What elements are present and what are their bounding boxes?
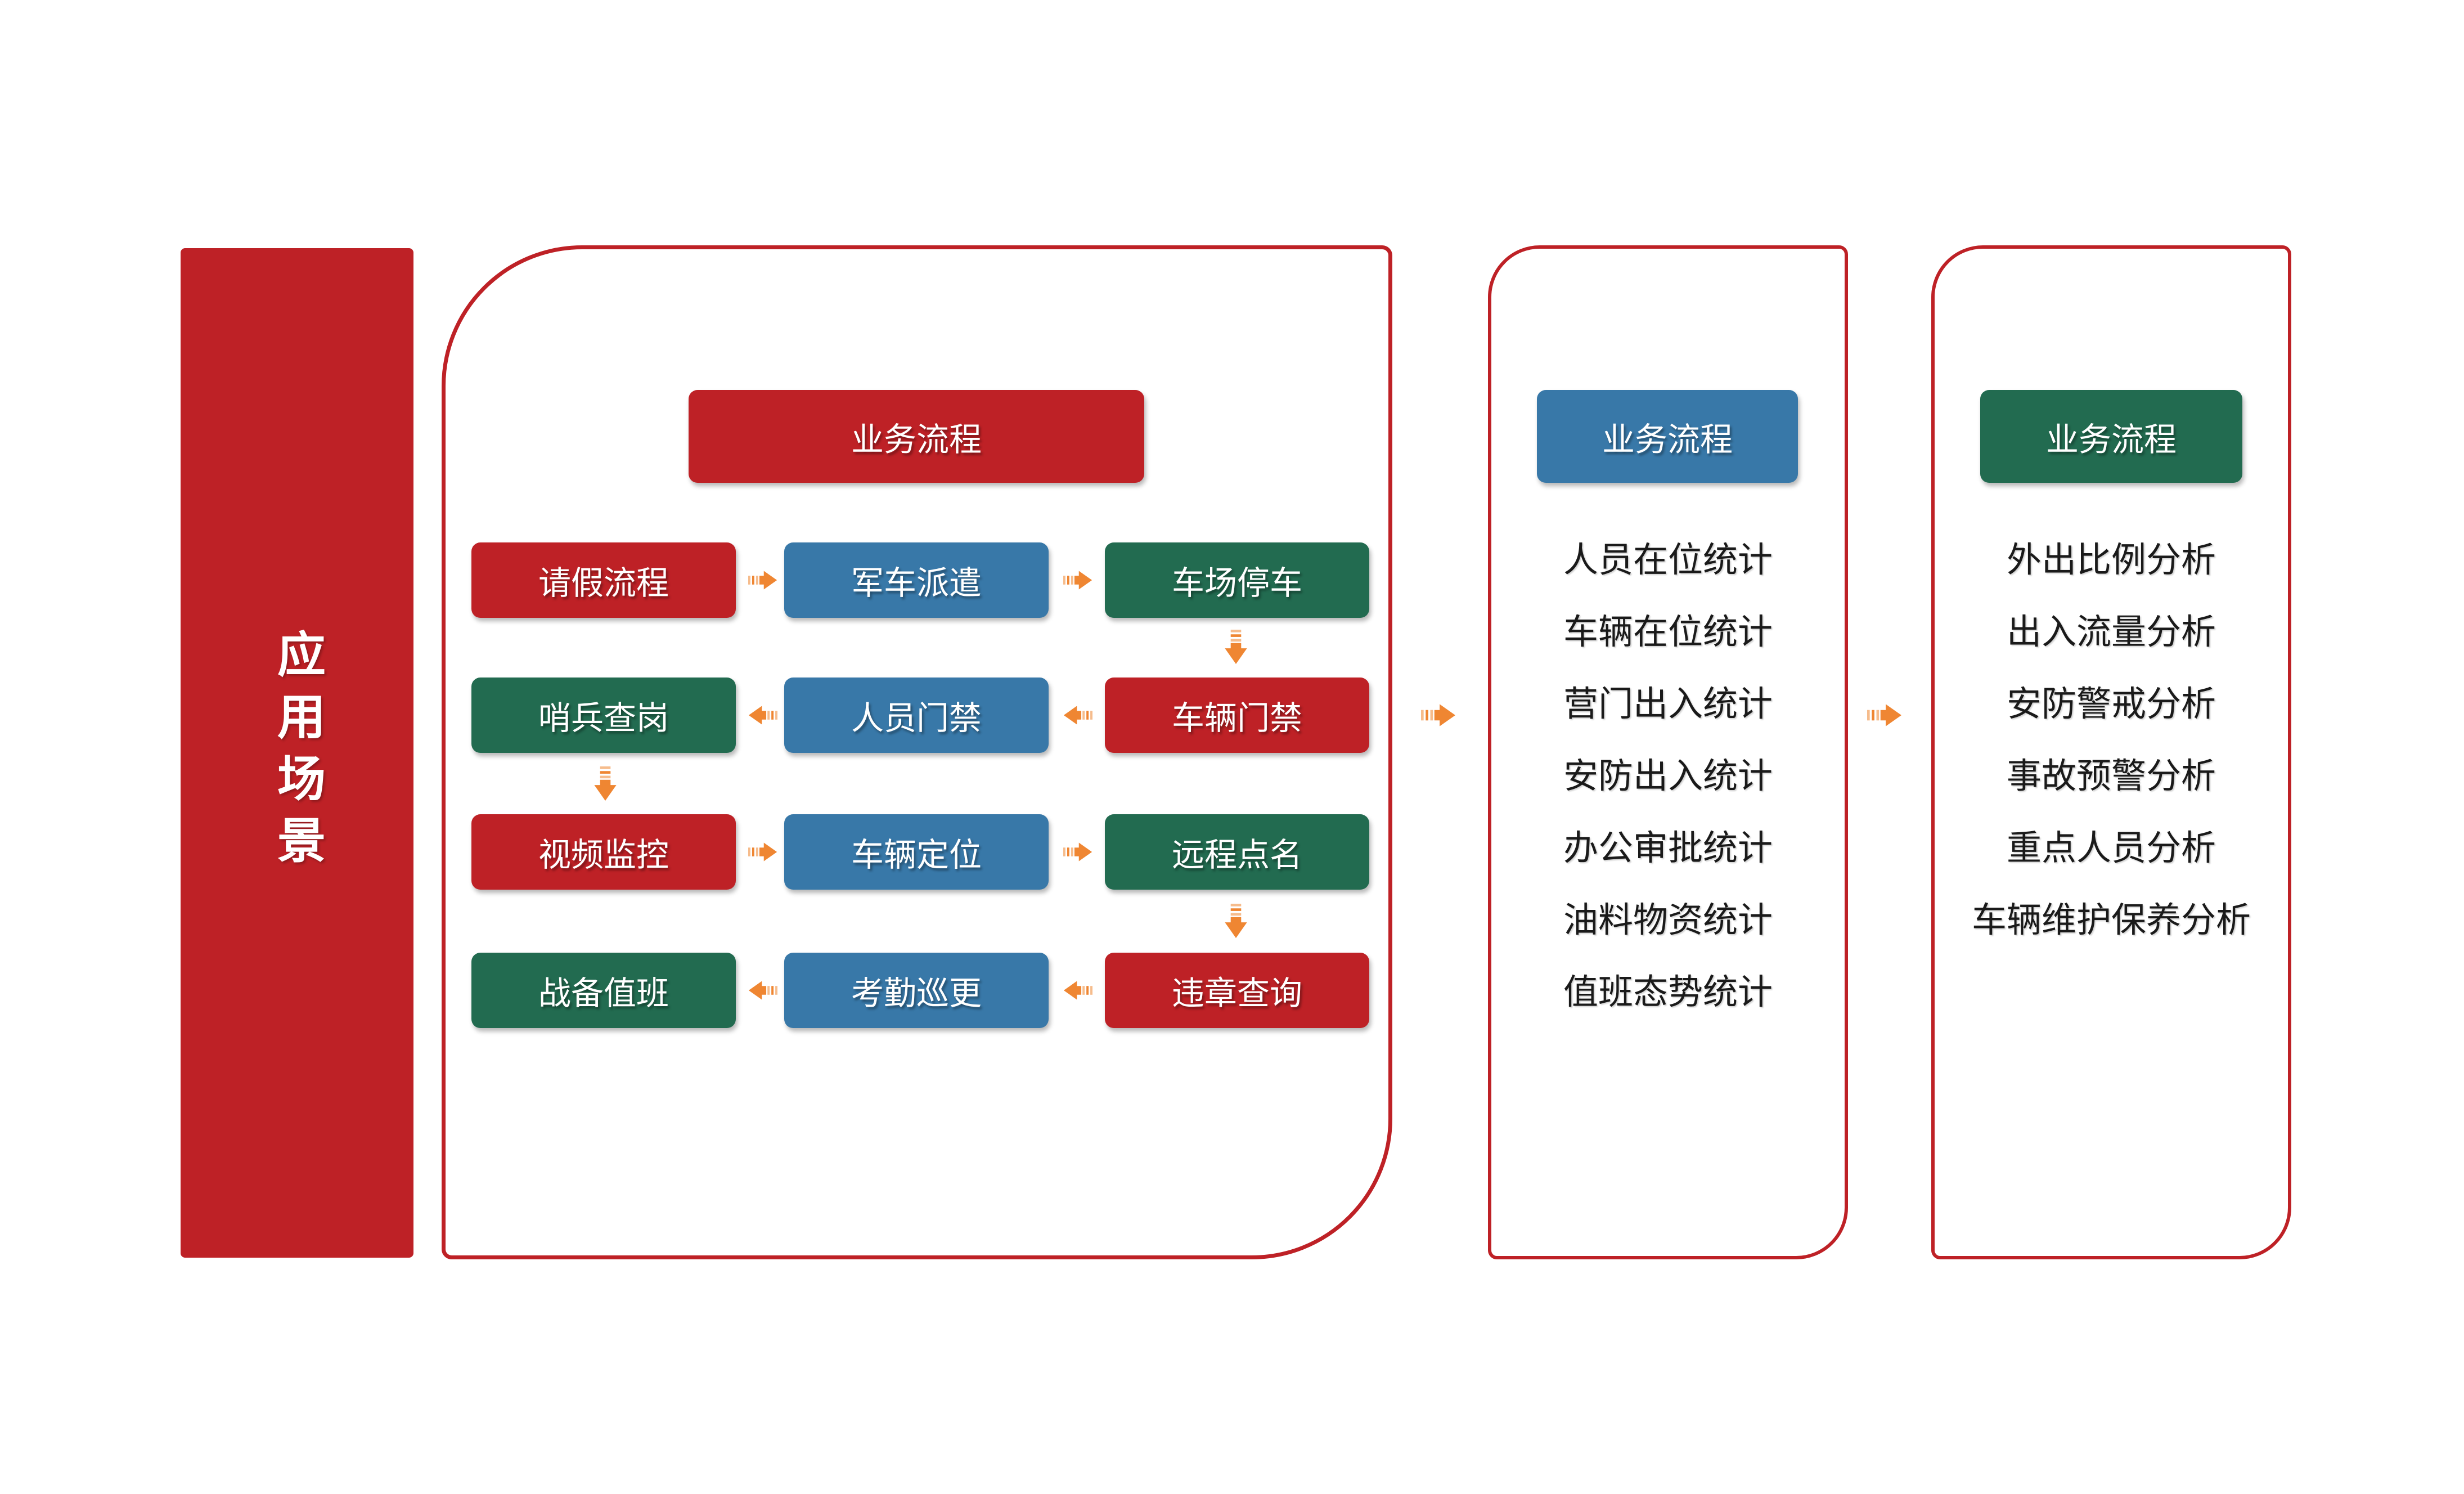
analysis-header: 业务流程 [1980,390,2242,483]
flow-arrow-down-icon [592,766,618,801]
flow-box-violation-query: 违章查询 [1105,953,1369,1028]
flow-box-combat-duty: 战备值班 [471,953,736,1028]
list-item: 安防出入统计 [1563,757,1773,796]
flow-arrow-right-icon [748,840,777,864]
flow-box-parking: 车场停车 [1105,542,1369,618]
flow-arrow-right-icon [748,568,777,593]
flow-arrow-right-icon [1063,568,1092,593]
list-item: 人员在位统计 [1563,541,1773,580]
panel-arrow-right-icon [1421,702,1456,728]
list-item: 办公审批统计 [1563,829,1773,868]
list-item: 出入流量分析 [2006,613,2216,652]
flow-box-label: 车场停车 [1171,565,1302,602]
statistics-header-label: 业务流程 [1602,421,1733,458]
panel-arrow-right-icon [1867,702,1902,728]
list-item: 油料物资统计 [1563,901,1773,940]
list-item: 值班态势统计 [1563,973,1773,1012]
analysis-header-label: 业务流程 [2045,421,2177,458]
flow-box-label: 视频监控 [538,837,669,873]
business-flow-header: 业务流程 [689,390,1144,483]
flow-box-video-surveillance: 视频监控 [471,814,736,890]
flow-arrow-down-icon [1223,904,1249,939]
flow-box-label: 车辆定位 [851,837,982,873]
flow-box-label: 战备值班 [538,975,669,1012]
flow-box-military-vehicle-dispatch: 军车派遣 [784,542,1049,618]
flow-arrow-left-icon [748,703,777,728]
list-item: 外出比例分析 [2006,541,2216,580]
flow-box-label: 车辆门禁 [1171,700,1302,737]
list-item: 车辆在位统计 [1563,613,1773,652]
flow-box-vehicle-positioning: 车辆定位 [784,814,1049,890]
flow-box-leave-process: 请假流程 [471,542,736,618]
statistics-list: 人员在位统计 车辆在位统计 营门出入统计 安防出入统计 办公审批统计 油料物资统… [1488,521,1848,1025]
statistics-header: 业务流程 [1537,390,1798,483]
flow-box-label: 远程点名 [1171,837,1302,873]
flow-box-sentry-check: 哨兵查岗 [471,678,736,753]
flow-box-label: 哨兵查岗 [538,700,669,737]
flow-arrow-down-icon [1223,630,1249,665]
flow-box-vehicle-access: 车辆门禁 [1105,678,1369,753]
application-scenarios-label: 应用场景 [269,629,324,877]
flow-arrow-left-icon [748,978,777,1003]
list-item: 营门出入统计 [1563,685,1773,724]
flow-arrow-right-icon [1063,840,1092,864]
list-item: 车辆维护保养分析 [1971,901,2251,940]
analysis-list: 外出比例分析 出入流量分析 安防警戒分析 事故预警分析 重点人员分析 车辆维护保… [1931,521,2291,953]
list-item: 安防警戒分析 [2006,685,2216,724]
flow-box-label: 军车派遣 [851,565,982,602]
list-item: 重点人员分析 [2006,829,2216,868]
flow-box-personnel-access: 人员门禁 [784,678,1049,753]
flow-box-label: 人员门禁 [851,700,982,737]
application-scenarios-banner: 应用场景 [181,248,413,1258]
flow-arrow-left-icon [1063,978,1092,1003]
flow-box-remote-rollcall: 远程点名 [1105,814,1369,890]
business-flow-header-label: 业务流程 [851,421,982,458]
flow-box-label: 请假流程 [538,565,669,602]
list-item: 事故预警分析 [2006,757,2216,796]
flow-box-label: 考勤巡更 [851,975,982,1012]
flow-box-label: 违章查询 [1171,975,1302,1012]
flow-arrow-left-icon [1063,703,1092,728]
flow-box-attendance-patrol: 考勤巡更 [784,953,1049,1028]
